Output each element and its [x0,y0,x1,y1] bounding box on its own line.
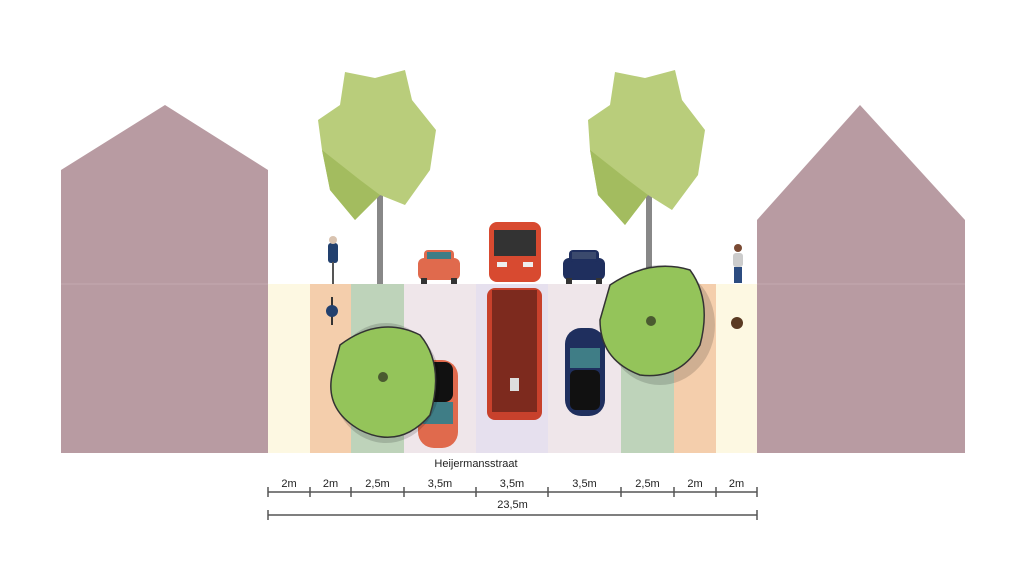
lane-sidewalk [716,284,757,453]
house-right [757,105,965,453]
car-blue-plan [565,328,605,416]
cyclist-elevation [328,236,338,284]
lane-width-label: 2m [728,478,745,490]
lane-width-label: 2m [281,478,297,490]
tram-plan [487,288,542,420]
car-blue-elevation [563,250,605,284]
lane-width-label: 2,5m [635,478,660,490]
tram-elevation [489,222,541,282]
lane-width-label: 2,5m [365,478,390,490]
lane-sidewalk [268,284,310,453]
lane-width-label: 3,5m [572,478,597,490]
total-width-label: 23,5m [497,499,528,511]
tree-plan-left [330,323,440,443]
lane-width-label: 2m [687,478,703,490]
street-name-label: Heijermansstraat [434,458,518,470]
lane-width-label: 3,5m [427,478,453,490]
tree-elevation-right [588,70,705,284]
car-red-elevation [418,250,460,284]
pedestrian-elevation [733,244,743,283]
cyclist-plan [326,297,338,325]
tree-elevation-left [318,70,436,284]
tree-plan-right [599,265,715,385]
lane-width-label: 2m [322,478,339,490]
lane-width-label: 3,5m [499,478,525,490]
pedestrian-plan [731,317,743,329]
house-left [61,105,268,453]
